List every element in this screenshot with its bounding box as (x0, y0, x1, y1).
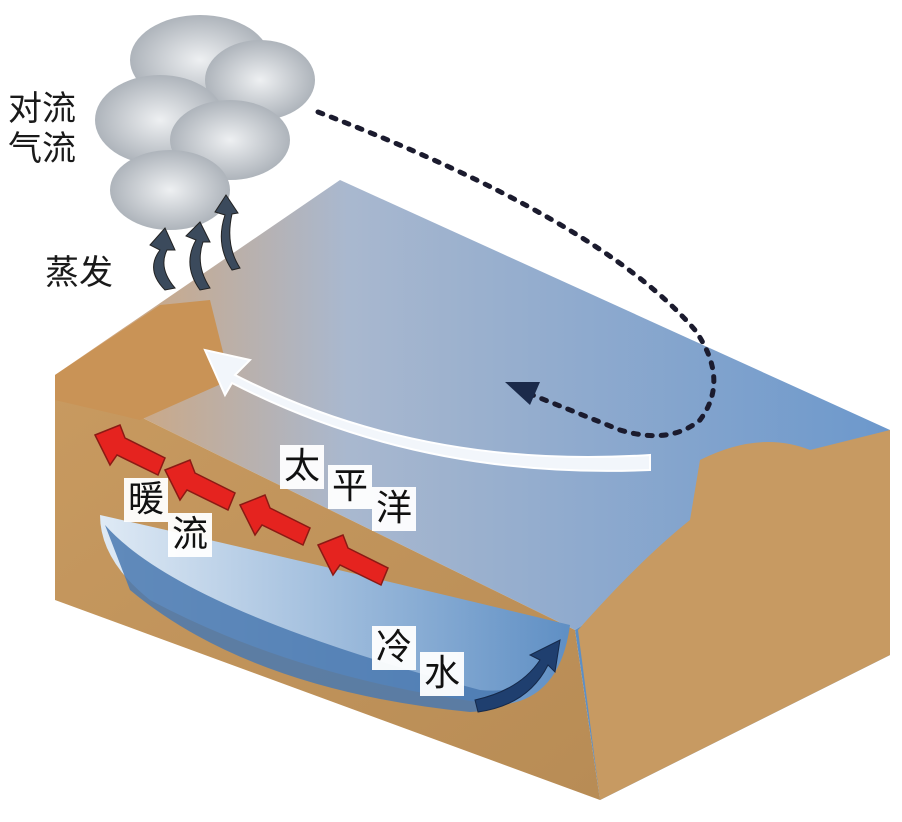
cold-water-char-1: 冷 (372, 626, 416, 670)
evaporation-label: 蒸发 (45, 253, 113, 293)
cold-water-char-2: 水 (420, 652, 464, 696)
pacific-char-2: 平 (328, 465, 372, 509)
evaporation-arrow-icon (149, 194, 241, 291)
right-land (578, 430, 890, 800)
warm-current-arrow-icon (93, 424, 389, 587)
warm-current-char-1: 暖 (124, 478, 168, 522)
surface-current-arrow (203, 348, 651, 472)
dotted-arrow-head (505, 382, 540, 405)
pacific-char-3: 洋 (372, 487, 416, 531)
pacific-char-1: 太 (280, 445, 324, 489)
ocean-surface (55, 180, 890, 630)
dotted-air-arrow-icon (315, 109, 717, 439)
cold-water-arrow-icon (474, 639, 561, 713)
cloud-icon (95, 15, 315, 230)
warm-current-char-2: 流 (168, 513, 212, 557)
left-land (55, 300, 230, 420)
convection-label-line1: 对流 (8, 89, 76, 129)
convection-label-line2: 气流 (8, 129, 76, 169)
